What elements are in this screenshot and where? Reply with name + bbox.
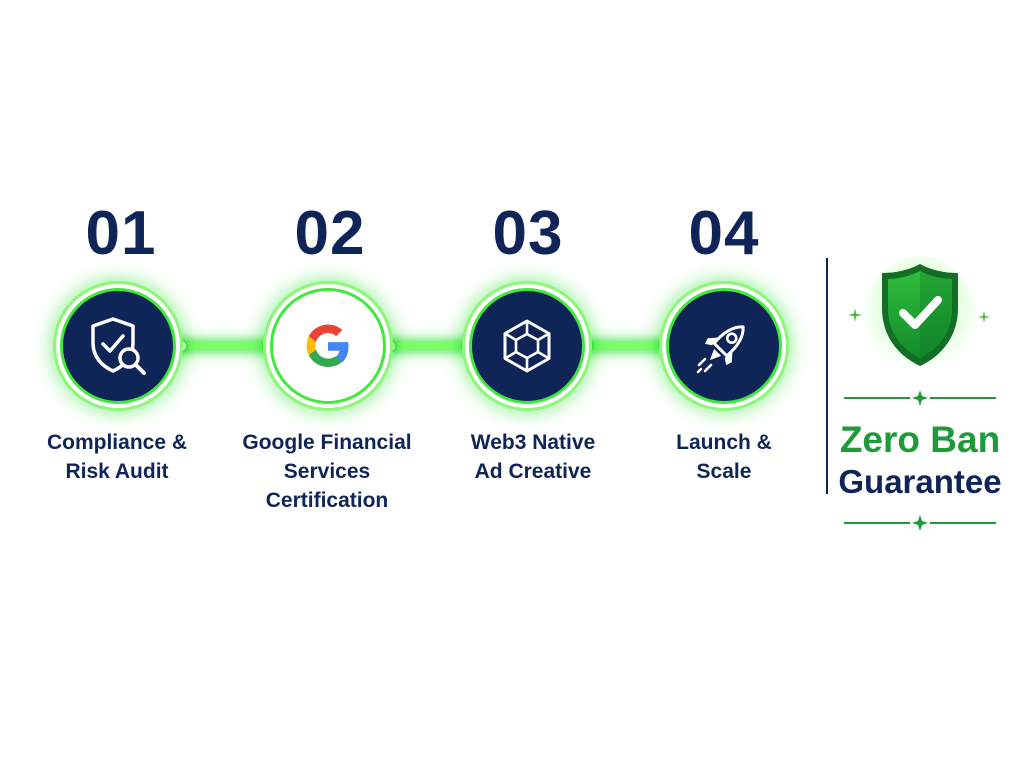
hexagon-cube-icon bbox=[503, 319, 551, 373]
bottom-decorative-rule bbox=[844, 513, 996, 533]
step-number-1: 01 bbox=[85, 199, 157, 268]
guarantee-title: Zero Ban bbox=[839, 419, 1001, 460]
connector-node bbox=[174, 339, 188, 353]
vertical-divider bbox=[826, 258, 828, 494]
rocket-icon bbox=[696, 325, 745, 374]
step-label-4: Launch & Scale bbox=[676, 431, 772, 483]
step-label-1: Compliance & Risk Audit bbox=[46, 431, 188, 483]
sparkle-icon bbox=[978, 310, 990, 328]
guarantee-subtitle: Guarantee bbox=[838, 463, 1002, 500]
step-circle-3 bbox=[469, 288, 585, 404]
step-circle-1 bbox=[60, 288, 176, 404]
step-number-2: 02 bbox=[294, 199, 366, 268]
connector-3-4 bbox=[586, 342, 670, 350]
connector-1-2 bbox=[176, 342, 276, 350]
step-label-3: Web3 Native Ad Creative bbox=[470, 431, 596, 483]
top-decorative-rule bbox=[844, 388, 996, 408]
shield-check-icon bbox=[864, 256, 976, 374]
sparkle-icon bbox=[848, 308, 862, 327]
connector-2-3 bbox=[386, 342, 470, 350]
step-circle-4 bbox=[666, 288, 782, 404]
step-number-3: 03 bbox=[492, 199, 564, 268]
step-number-4: 04 bbox=[688, 199, 760, 268]
google-g-icon bbox=[306, 324, 349, 367]
shield-search-icon bbox=[91, 317, 146, 375]
step-circle-2 bbox=[270, 288, 386, 404]
step-label-2: Google Financial Services Certification bbox=[242, 431, 412, 512]
